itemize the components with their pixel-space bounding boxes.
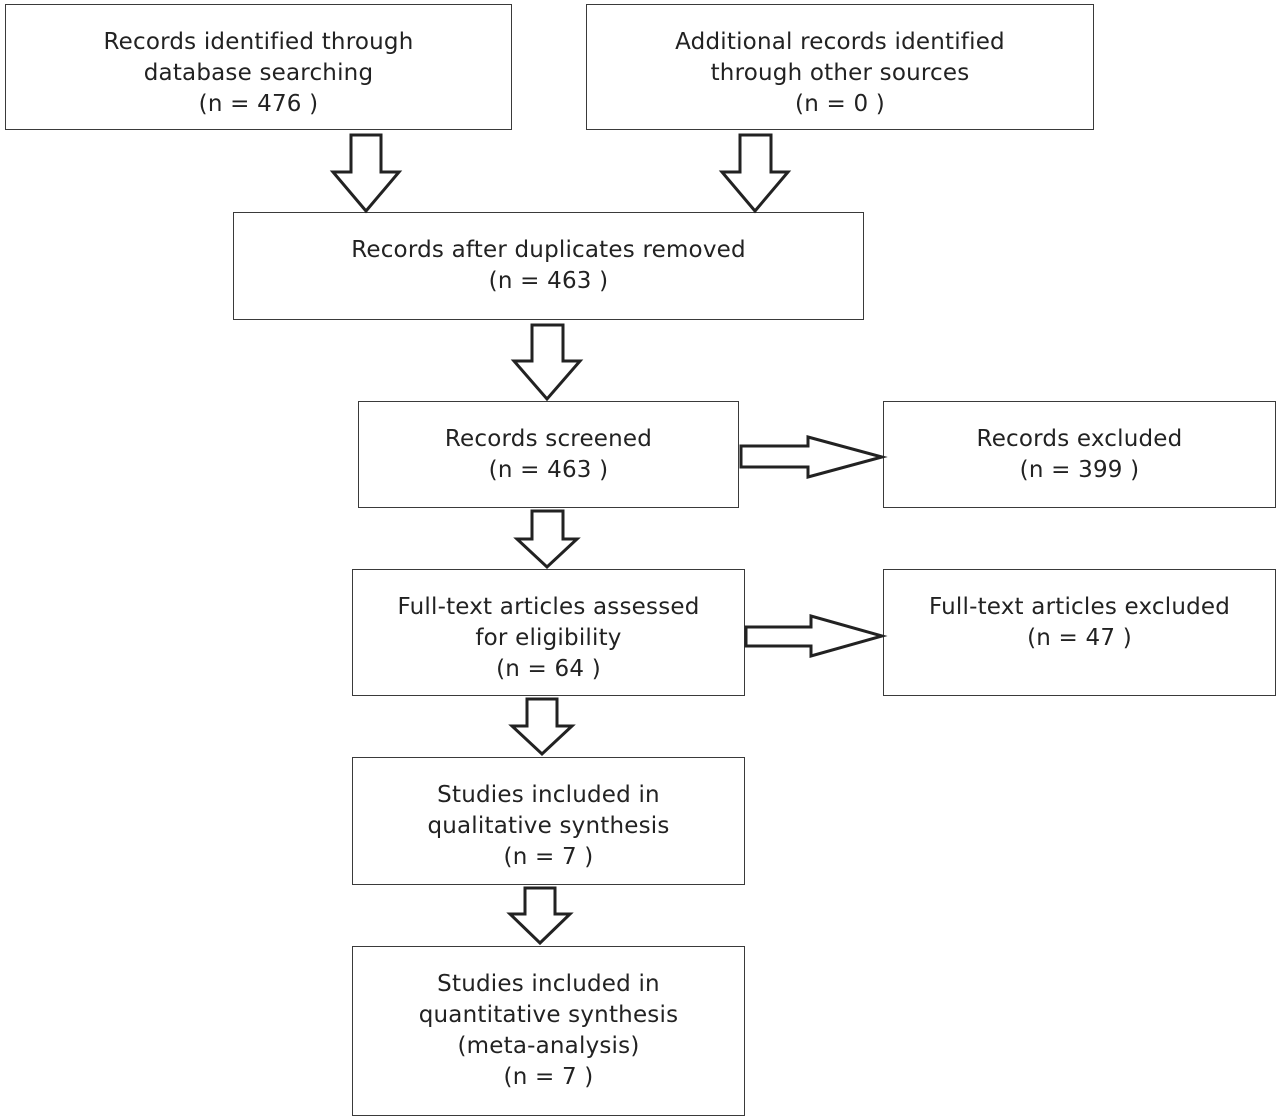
box-text-line: (meta-analysis): [457, 1033, 640, 1059]
down-arrow-database-to-duplicates: [329, 133, 403, 214]
quantitative-synthesis-box: Studies included in quantitative synthes…: [352, 946, 745, 1116]
box-text-line: Records after duplicates removed: [351, 237, 746, 263]
down-arrow-other-to-duplicates: [718, 133, 792, 214]
box-count: (n = 7 ): [503, 1064, 594, 1090]
box-text-line: Full-text articles excluded: [928, 594, 1231, 620]
box-text-line: quantitative synthesis: [418, 1002, 679, 1028]
down-arrow-fulltext-to-qualitative: [508, 697, 576, 757]
right-arrow-screened-to-excluded: [739, 435, 888, 479]
box-count: (n = 7 ): [503, 844, 594, 870]
box-text-line: Studies included in: [437, 971, 660, 997]
qualitative-synthesis-box: Studies included in qualitative synthesi…: [352, 757, 745, 885]
box-text-line: for eligibility: [475, 625, 622, 651]
fulltext-assessed-box: Full-text articles assessed for eligibil…: [352, 569, 745, 696]
fulltext-excluded-box: Full-text articles excluded (n = 47 ): [883, 569, 1276, 696]
records-after-duplicates-box: Records after duplicates removed (n = 46…: [233, 212, 864, 320]
box-text-line: Studies included in: [437, 782, 660, 808]
box-text-line: Additional records identified: [675, 29, 1005, 55]
box-count: (n = 463 ): [488, 457, 609, 483]
box-text-line: database searching: [143, 60, 374, 86]
down-arrow-qualitative-to-quantitative: [506, 886, 574, 946]
box-text-line: qualitative synthesis: [427, 813, 670, 839]
box-text-line: Records excluded: [976, 426, 1183, 452]
down-arrow-screened-to-fulltext: [513, 509, 581, 570]
records-excluded-box: Records excluded (n = 399 ): [883, 401, 1276, 508]
box-count: (n = 64 ): [496, 656, 601, 682]
box-text-line: Full-text articles assessed: [397, 594, 700, 620]
down-arrow-duplicates-to-screened: [510, 323, 584, 402]
records-identified-database-box: Records identified through database sear…: [5, 4, 512, 130]
box-text-line: Records screened: [444, 426, 653, 452]
box-count: (n = 47 ): [1027, 625, 1132, 651]
box-text-line: through other sources: [710, 60, 970, 86]
box-text-line: Records identified through: [103, 29, 414, 55]
box-count: (n = 0 ): [795, 91, 885, 117]
box-count: (n = 476 ): [198, 91, 319, 117]
additional-records-box: Additional records identified through ot…: [586, 4, 1094, 130]
box-count: (n = 463 ): [488, 268, 609, 294]
records-screened-box: Records screened (n = 463 ): [358, 401, 739, 508]
right-arrow-fulltext-to-excluded: [744, 614, 888, 658]
box-count: (n = 399 ): [1019, 457, 1140, 483]
